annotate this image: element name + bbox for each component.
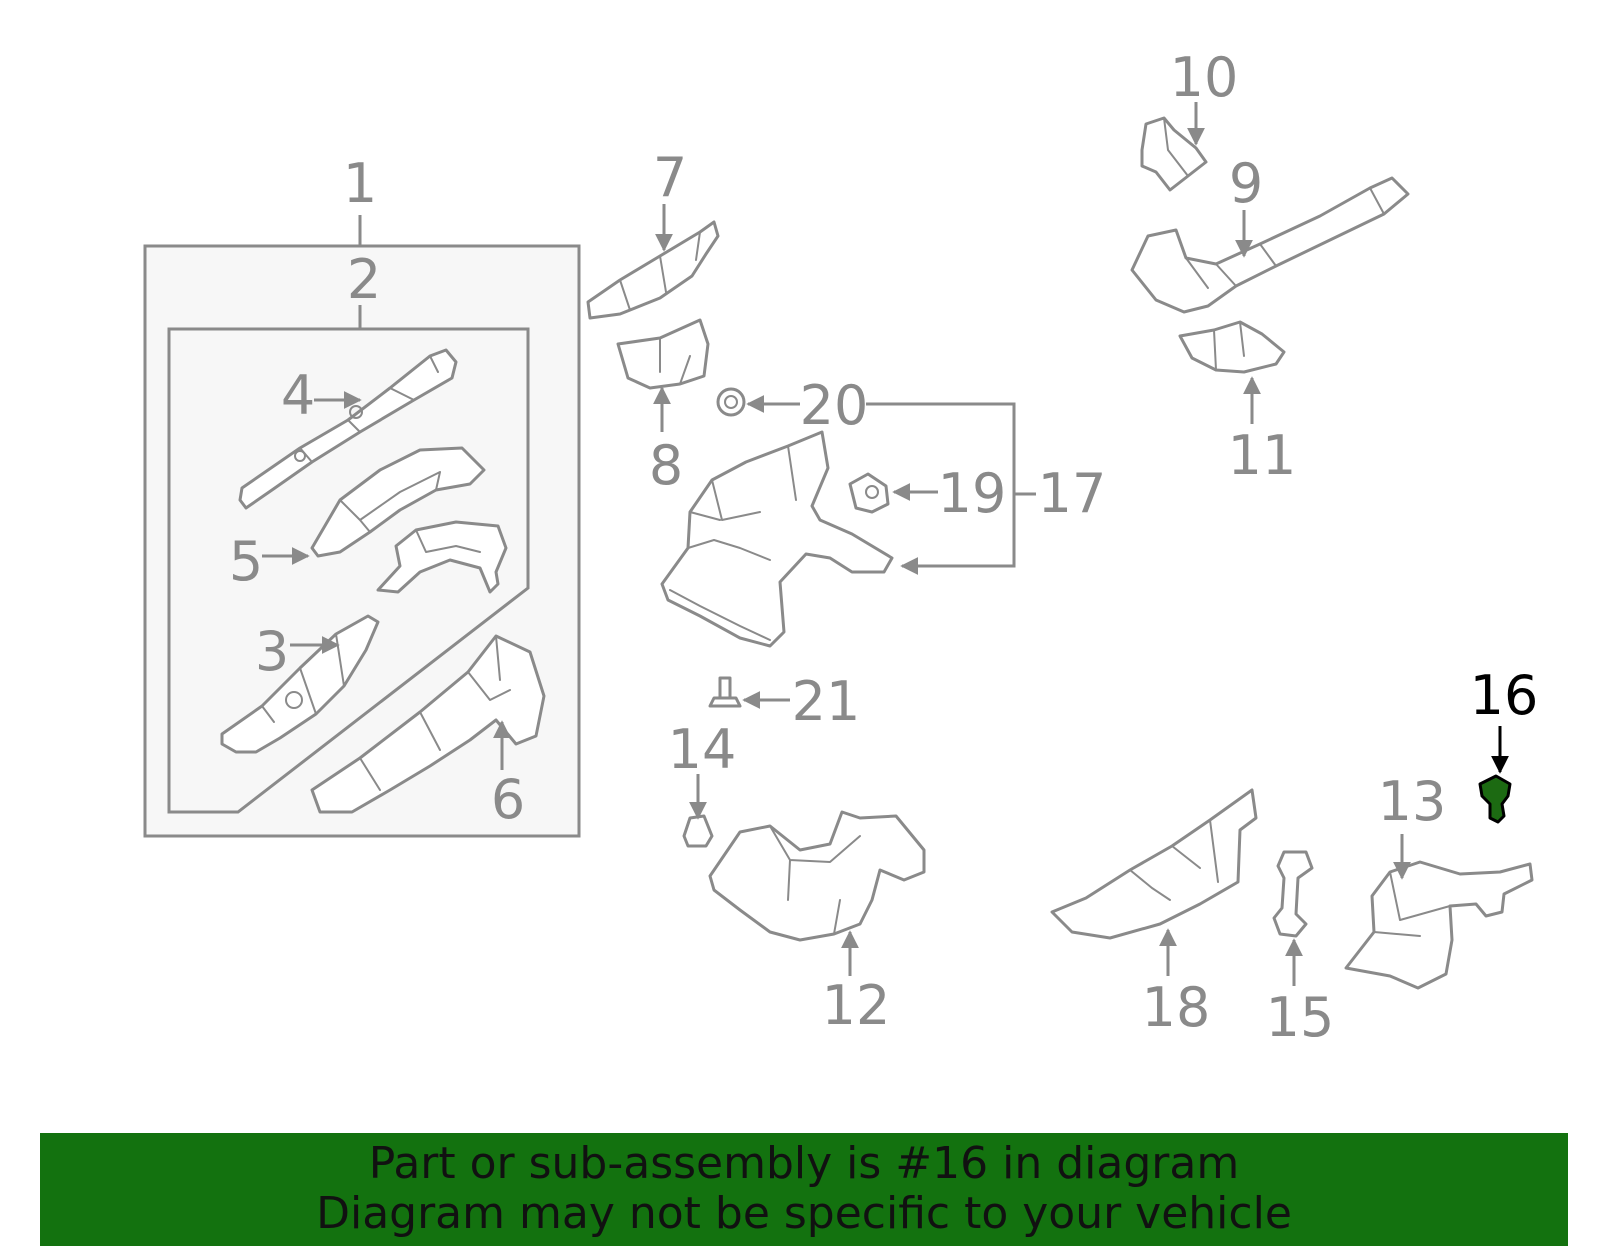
callout-9: 9: [1229, 152, 1263, 215]
callout-19: 19: [938, 462, 1007, 525]
callout-14: 14: [668, 718, 737, 781]
part-16-clip-highlighted[interactable]: [1478, 774, 1512, 824]
part-5-panel[interactable]: [310, 446, 486, 558]
callout-6: 6: [491, 768, 525, 831]
part-20-nut[interactable]: [716, 387, 746, 417]
part-21-bolt[interactable]: [708, 676, 742, 708]
callout-21: 21: [792, 670, 861, 733]
part-14-clip[interactable]: [682, 814, 714, 848]
info-banner: Part or sub-assembly is #16 in diagram D…: [40, 1133, 1568, 1246]
part-12-housing[interactable]: [708, 810, 926, 942]
callout-20: 20: [800, 374, 869, 437]
part-11-bracket[interactable]: [1178, 320, 1286, 374]
part-19-clip[interactable]: [848, 472, 890, 514]
callout-10: 10: [1170, 46, 1239, 109]
part-7-bracket[interactable]: [586, 220, 720, 320]
callout-13: 13: [1378, 770, 1447, 833]
part-17-panel[interactable]: [660, 430, 894, 648]
callout-3: 3: [255, 620, 289, 683]
callout-12: 12: [822, 974, 891, 1037]
part-10-bracket[interactable]: [1140, 116, 1208, 192]
part-4-rail[interactable]: [238, 348, 458, 510]
part-6-apron[interactable]: [310, 634, 546, 814]
part-15-link[interactable]: [1272, 850, 1314, 938]
callout-16: 16: [1470, 664, 1539, 727]
part-13-liner[interactable]: [1344, 860, 1534, 990]
leader-lines: [262, 102, 1509, 986]
callout-8: 8: [649, 434, 683, 497]
callout-17: 17: [1038, 462, 1107, 525]
part-5-wheelhouse[interactable]: [376, 520, 508, 594]
callout-11: 11: [1228, 424, 1297, 487]
callout-15: 15: [1266, 986, 1335, 1049]
callout-5: 5: [229, 530, 263, 593]
banner-line-2: Diagram may not be specific to your vehi…: [316, 1188, 1292, 1239]
banner-line-1: Part or sub-assembly is #16 in diagram: [368, 1138, 1240, 1189]
callout-1: 1: [343, 152, 377, 215]
callout-7: 7: [653, 146, 687, 209]
part-18-shield[interactable]: [1050, 788, 1258, 940]
callout-4: 4: [281, 364, 315, 427]
part-8-bracket[interactable]: [616, 318, 710, 390]
part-9-rail[interactable]: [1130, 176, 1410, 314]
callout-18: 18: [1142, 976, 1211, 1039]
callout-2: 2: [347, 248, 381, 311]
